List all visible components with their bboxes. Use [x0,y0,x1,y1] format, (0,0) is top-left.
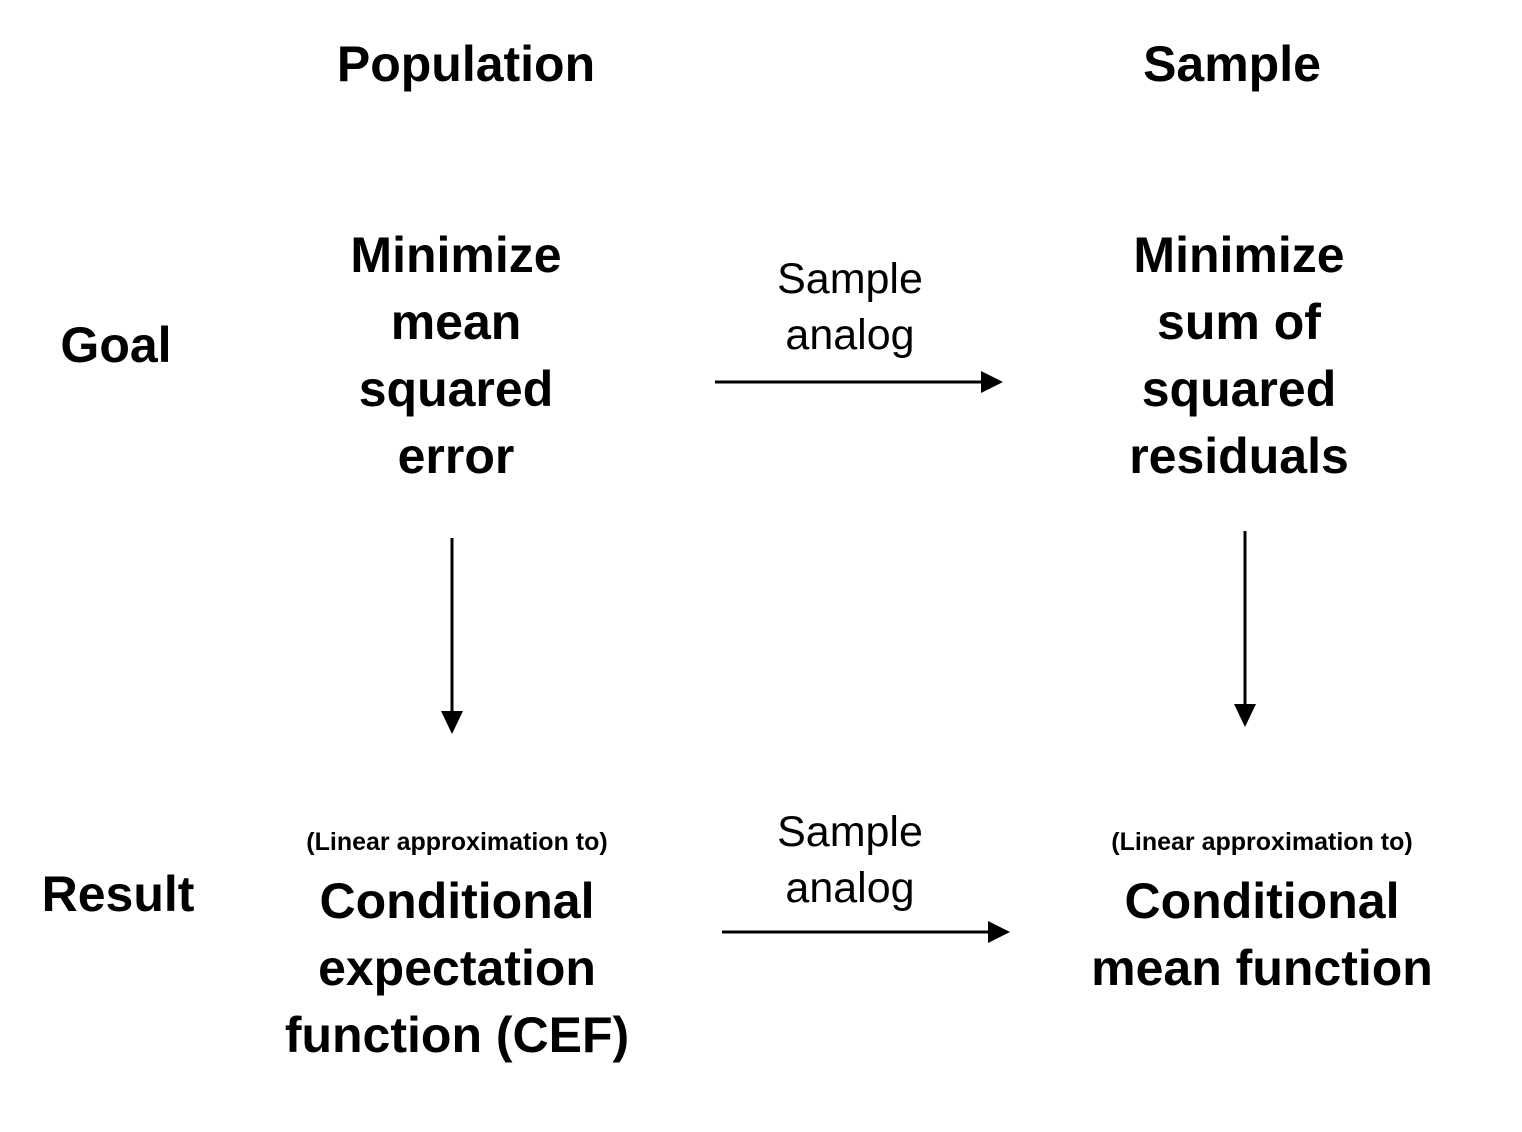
sample-goal-line-1: Minimize [1133,227,1345,283]
population-goal-line-4: error [397,428,515,484]
result-sample-analog-label: Sample analog [700,804,1000,916]
sample-goal-line-4: residuals [1129,428,1349,484]
population-result-node: Conditional expectation function (CEF) [207,868,707,1069]
population-header: Population [336,36,596,92]
goal-right-arrow [715,371,1003,393]
sample-result-note: (Linear approximation to) [1111,828,1413,856]
population-goal-line-2: mean [390,294,522,350]
population-result-line-3: function (CEF) [284,1007,630,1063]
population-result-line-2: expectation [318,940,596,996]
population-goal-line-3: squared [358,361,554,417]
result-right-arrow [722,921,1010,943]
goal-edge-line-2: analog [785,311,915,359]
result-row-label: Result [41,866,195,922]
sample-down-arrow [1234,531,1256,727]
sample-goal-node: Minimize sum of squared residuals [1039,222,1439,490]
result-edge-line-2: analog [785,864,915,912]
result-edge-line-1: Sample [777,808,923,856]
sample-result-node: Conditional mean function [1012,868,1512,1002]
goal-sample-analog-label: Sample analog [700,251,1000,363]
sample-goal-line-3: squared [1141,361,1337,417]
sample-result-line-2: mean function [1091,940,1433,996]
goal-row-label: Goal [60,317,172,373]
population-result-line-1: Conditional [319,873,595,929]
sample-result-line-1: Conditional [1124,873,1400,929]
population-goal-node: Minimize mean squared error [256,222,656,490]
sample-header: Sample [1143,36,1321,92]
goal-edge-line-1: Sample [777,255,923,303]
sample-goal-line-2: sum of [1157,294,1321,350]
population-result-note: (Linear approximation to) [306,828,608,856]
population-down-arrow [441,538,463,734]
population-goal-line-1: Minimize [350,227,562,283]
